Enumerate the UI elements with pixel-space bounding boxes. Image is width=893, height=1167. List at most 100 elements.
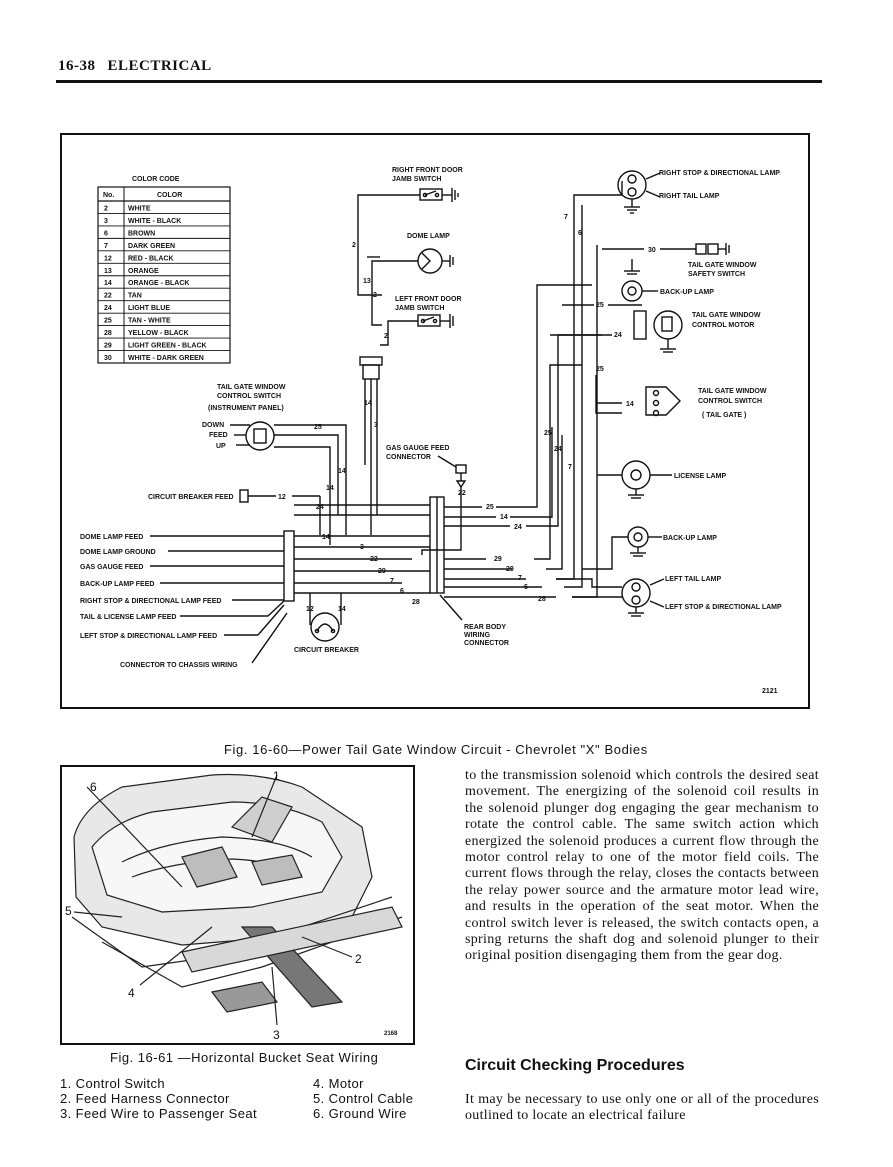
body-paragraph: to the transmission solenoid which contr… xyxy=(465,768,819,964)
wire-num: 2 xyxy=(352,242,356,249)
right-stop-label: RIGHT STOP & DIRECTIONAL LAMP xyxy=(659,170,780,177)
color-code-number: 13 xyxy=(104,268,112,275)
lf-door-label-1: LEFT FRONT DOOR xyxy=(395,296,462,303)
wire-num: 6 xyxy=(578,230,582,237)
tg-cs-label-1: TAIL GATE WINDOW xyxy=(698,388,767,395)
tg-motor-label-1: TAIL GATE WINDOW xyxy=(692,312,761,319)
color-code-color: YELLOW - BLACK xyxy=(128,330,189,337)
wire-num: 24 xyxy=(514,524,522,531)
color-code-number: 28 xyxy=(104,330,112,337)
rf-door-label-1: RIGHT FRONT DOOR xyxy=(392,167,463,174)
tg-tailgate-switch-icon xyxy=(645,386,681,417)
color-code-color: ORANGE - BLACK xyxy=(128,280,189,287)
legend-item: 3. Feed Wire to Passenger Seat xyxy=(60,1106,257,1121)
col-no-header: No. xyxy=(103,192,114,199)
color-code-number: 14 xyxy=(104,280,112,287)
dome-feed-label: DOME LAMP FEED xyxy=(80,534,143,541)
connector-chassis-label: CONNECTOR TO CHASSIS WIRING xyxy=(120,662,238,669)
dome-ground-label: DOME LAMP GROUND xyxy=(80,549,156,556)
color-code-color: TAN xyxy=(128,293,142,300)
right-tail-label: RIGHT TAIL LAMP xyxy=(659,193,720,200)
tg-switch-label-1: TAIL GATE WINDOW xyxy=(217,384,286,391)
rear-body-label-2: WIRING xyxy=(464,632,491,639)
tg-motor-label-2: CONTROL MOTOR xyxy=(692,322,754,329)
wire-num: 24 xyxy=(554,446,562,453)
wire-num: 14 xyxy=(626,401,634,408)
lf-door-label-2: JAMB SWITCH xyxy=(395,305,444,312)
bucket-seat-figure: 6 1 5 2 4 3 2168 xyxy=(60,765,415,1045)
legend-item: 1. Control Switch xyxy=(60,1076,166,1091)
rf-door-label-2: JAMB SWITCH xyxy=(392,176,441,183)
color-code-number: 25 xyxy=(104,318,112,325)
rf-door-switch-icon xyxy=(419,188,459,202)
color-code-color: ORANGE xyxy=(128,268,159,275)
circuit-breaker-label: CIRCUIT BREAKER xyxy=(294,647,359,654)
wire-num: 24 xyxy=(614,332,622,339)
color-code-number: 29 xyxy=(104,343,112,350)
wire-num: 14 xyxy=(326,485,334,492)
tg-control-motor-icon xyxy=(633,310,683,353)
color-code-color: LIGHT BLUE xyxy=(128,305,170,312)
tg-switch-label-3: (INSTRUMENT PANEL) xyxy=(208,405,284,412)
color-code-number: 12 xyxy=(104,255,112,262)
tg-safety-label-1: TAIL GATE WINDOW xyxy=(688,262,757,269)
wire-num: 25 xyxy=(486,504,494,511)
color-code-number: 7 xyxy=(104,243,108,250)
color-code-color: LIGHT GREEN - BLACK xyxy=(128,343,207,350)
dome-lamp-icon xyxy=(417,248,454,274)
wire-num: 25 xyxy=(544,430,552,437)
wire-num: 29 xyxy=(494,556,502,563)
figure2-caption: Fig. 16-61 —Horizontal Bucket Seat Wirin… xyxy=(110,1050,379,1065)
wire-num: 25 xyxy=(596,366,604,373)
wire-num: 3 xyxy=(360,544,364,551)
wire-num: 30 xyxy=(648,247,656,254)
wire-num: 22 xyxy=(370,556,378,563)
right-stop-lamp-icon xyxy=(617,170,647,214)
color-code-number: 3 xyxy=(104,218,108,225)
wire-num: 2 xyxy=(384,333,388,340)
legend-item: 4. Motor xyxy=(313,1076,364,1091)
wire-num: 14 xyxy=(338,468,346,475)
tg-safety-switch-icon xyxy=(695,243,730,255)
color-code-number: 24 xyxy=(104,305,112,312)
wire-num: 6 xyxy=(400,588,404,595)
body-paragraph-2: It may be necessary to use only one or a… xyxy=(465,1092,819,1124)
callout-2: 2 xyxy=(355,952,362,966)
color-code-color: TAN - WHITE xyxy=(128,318,171,325)
section-heading: Circuit Checking Procedures xyxy=(465,1057,685,1074)
rstop-feed-label: RIGHT STOP & DIRECTIONAL LAMP FEED xyxy=(80,598,221,605)
backup-lamp-right-label: BACK-UP LAMP xyxy=(660,289,714,296)
tg-safety-label-2: SAFETY SWITCH xyxy=(688,271,745,278)
figure1-caption: Fig. 16-60—Power Tail Gate Window Circui… xyxy=(224,742,648,757)
left-tail-label: LEFT TAIL LAMP xyxy=(665,576,721,583)
callout-4: 4 xyxy=(128,986,135,1000)
callout-6: 6 xyxy=(90,780,97,794)
color-code-number: 30 xyxy=(104,355,112,362)
figure1-number: 2121 xyxy=(762,688,778,695)
figure2-number: 2168 xyxy=(384,1031,398,1037)
circuit-breaker-icon xyxy=(310,612,340,642)
color-code-color: WHITE - DARK GREEN xyxy=(128,355,204,362)
tg-cs-label-2: CONTROL SWITCH xyxy=(698,398,762,405)
license-lamp-label: LICENSE LAMP xyxy=(674,473,726,480)
lstop-feed-label: LEFT STOP & DIRECTIONAL LAMP FEED xyxy=(80,633,217,640)
rear-body-label-3: CONNECTOR xyxy=(464,640,509,647)
gas-feed-label: GAS GAUGE FEED xyxy=(80,564,143,571)
color-code-color: RED - BLACK xyxy=(128,255,174,262)
wire-num: 7 xyxy=(564,214,568,221)
up-label: UP xyxy=(216,443,226,450)
color-code-number: 2 xyxy=(104,205,108,212)
color-code-color: DARK GREEN xyxy=(128,243,175,250)
wire-num: 28 xyxy=(412,599,420,606)
wire-num: 13 xyxy=(363,278,371,285)
legend-item: 6. Ground Wire xyxy=(313,1106,407,1121)
left-stop-lamp-icon xyxy=(621,578,651,617)
lf-door-switch-icon xyxy=(417,314,454,328)
wire-num: 22 xyxy=(458,490,466,497)
wire-num: 14 xyxy=(500,514,508,521)
color-code-color: BROWN xyxy=(128,230,155,237)
